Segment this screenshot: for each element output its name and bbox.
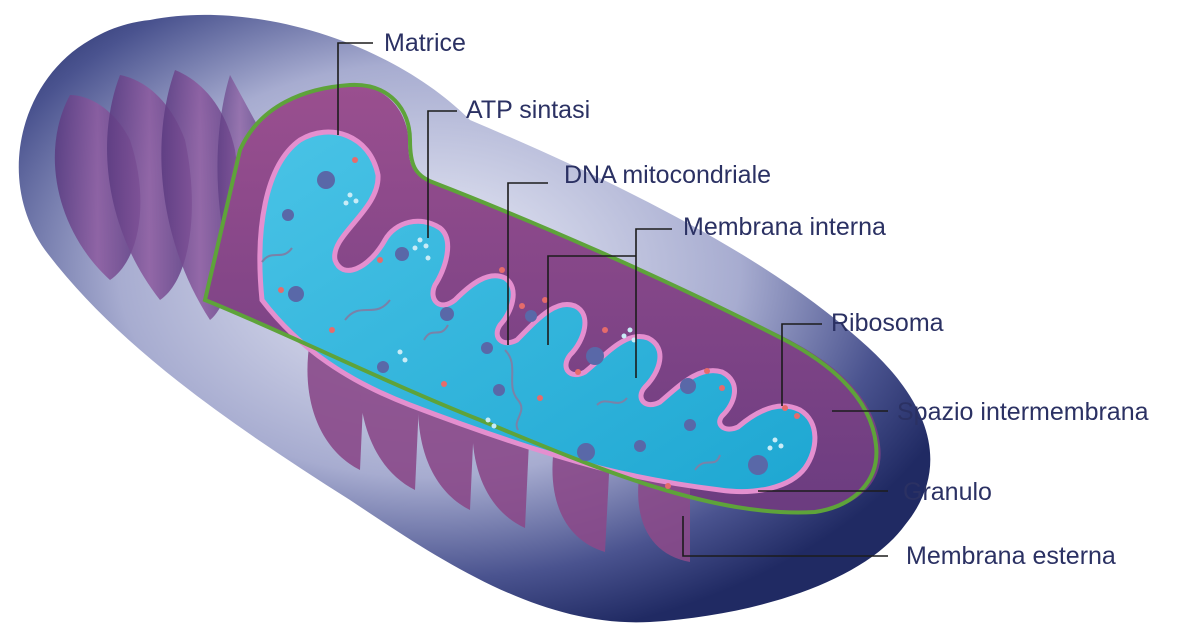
label-granule: Granulo [903,480,992,505]
label-mito-dna: DNA mitocondriale [564,163,771,188]
label-outer-membrane: Membrana esterna [906,544,1116,569]
label-ribosome: Ribosoma [831,311,944,336]
label-inner-membrane: Membrana interna [683,215,886,240]
label-matrix: Matrice [384,31,466,56]
label-atp-synthase: ATP sintasi [466,98,590,123]
label-intermembrane-space: Spazio intermembrana [897,400,1149,425]
